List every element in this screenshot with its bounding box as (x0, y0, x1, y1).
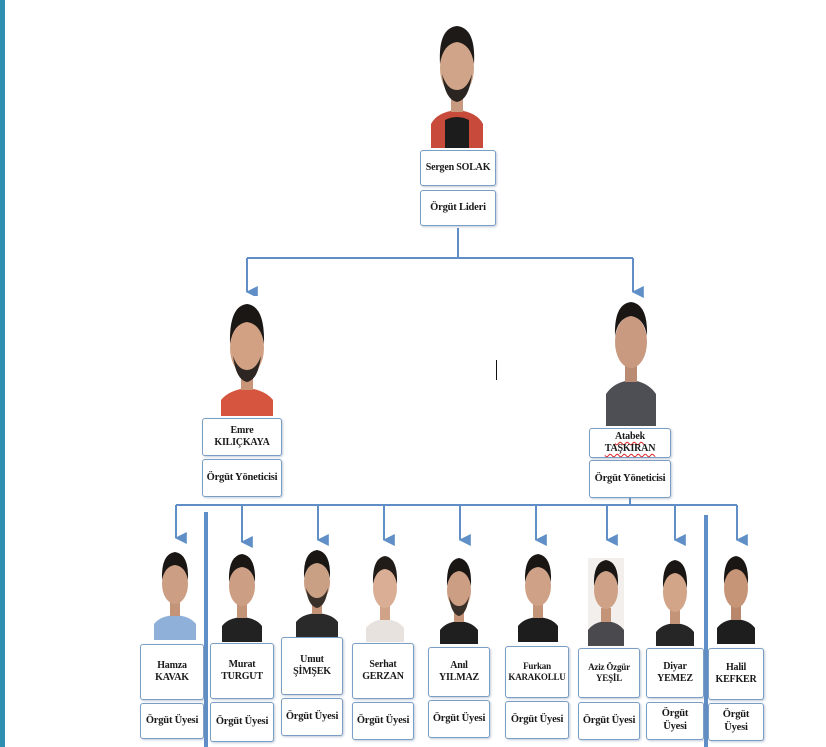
leader-role-box: Örgüt Lideri (420, 190, 496, 226)
member-4-name: Serhat GERZAN (362, 659, 404, 682)
member-9-role-box: Örgüt Üyesi (708, 703, 764, 741)
manager-2-name: Atabek TAŞKIRAN (604, 431, 656, 454)
member-1-photo (154, 548, 196, 640)
member-3-name-box: Umut ŞİMŞEK (281, 637, 343, 695)
member-6-name: Furkan KARAKOLLU (508, 661, 566, 682)
member-9-name: Halil KEFKER (715, 662, 757, 685)
member-7-role-box: Örgüt Üyesi (578, 702, 640, 740)
member-8-photo (656, 556, 694, 646)
member-3-photo (296, 546, 338, 638)
member-9-name-box: Halil KEFKER (708, 648, 764, 700)
member-5-role-box: Örgüt Üyesi (428, 700, 490, 738)
left-frame-bar (0, 0, 5, 747)
member-3-role: Örgüt Üyesi (285, 710, 339, 722)
manager-2-name-box: Atabek TAŞKIRAN (589, 428, 671, 458)
member-9-photo (717, 552, 755, 644)
leader-name: Sergen SOLAK (425, 162, 491, 173)
member-4-role: Örgüt Üyesi (356, 714, 410, 726)
member-8-role: Örgüt Üyesi (661, 708, 689, 732)
member-6-role: Örgüt Üyesi (510, 713, 564, 725)
leader-role: Örgüt Lideri (430, 201, 486, 213)
member-7-name-box: Aziz Özgür YEŞİL (578, 648, 640, 698)
member-5-name: Anıl YILMAZ (439, 660, 479, 683)
member-8-name-box: Diyar YEMEZ (646, 648, 704, 698)
member-7-name: Aziz Özgür YEŞİL (588, 662, 630, 683)
member-5-photo (440, 556, 478, 644)
manager-1-photo (221, 296, 273, 416)
member-4-photo (366, 552, 404, 642)
member-8-role-box: Örgüt Üyesi (646, 702, 704, 740)
text-cursor (496, 360, 497, 380)
manager-2-role: Örgüt Yöneticisi (594, 472, 666, 484)
member-7-role: Örgüt Üyesi (582, 714, 636, 726)
manager-2-photo (606, 298, 656, 426)
member-1-role: Örgüt Üyesi (145, 714, 199, 726)
manager-1-role: Örgüt Yöneticisi (206, 471, 278, 483)
member-9-role: Örgüt Üyesi (722, 709, 750, 733)
member-1-role-box: Örgüt Üyesi (140, 703, 204, 739)
member-3-name: Umut ŞİMŞEK (293, 654, 331, 677)
member-2-name-box: Murat TURGUT (210, 643, 274, 699)
member-6-role-box: Örgüt Üyesi (505, 701, 569, 739)
member-2-photo (222, 550, 262, 642)
member-2-role-box: Örgüt Üyesi (210, 702, 274, 742)
manager-1-role-box: Örgüt Yöneticisi (202, 459, 282, 497)
member-2-role: Örgüt Üyesi (215, 715, 269, 727)
member-8-name: Diyar YEMEZ (657, 661, 693, 684)
leader-photo (431, 10, 483, 148)
member-4-name-box: Serhat GERZAN (352, 643, 414, 699)
member-5-role: Örgüt Üyesi (432, 712, 486, 724)
member-7-photo (588, 558, 624, 646)
member-6-name-box: Furkan KARAKOLLU (505, 646, 569, 698)
member-5-name-box: Anıl YILMAZ (428, 647, 490, 697)
manager-2-role-box: Örgüt Yöneticisi (589, 460, 671, 498)
member-1-name: Hamza KAVAK (155, 660, 189, 683)
member-6-photo (518, 550, 558, 642)
manager-1-name-box: Emre KILIÇKAYA (202, 418, 282, 456)
leader-name-box: Sergen SOLAK (420, 150, 496, 186)
member-2-name: Murat TURGUT (221, 659, 263, 682)
member-3-role-box: Örgüt Üyesi (281, 698, 343, 736)
member-4-role-box: Örgüt Üyesi (352, 702, 414, 740)
manager-1-name: Emre KILIÇKAYA (214, 425, 270, 448)
member-1-name-box: Hamza KAVAK (140, 644, 204, 700)
